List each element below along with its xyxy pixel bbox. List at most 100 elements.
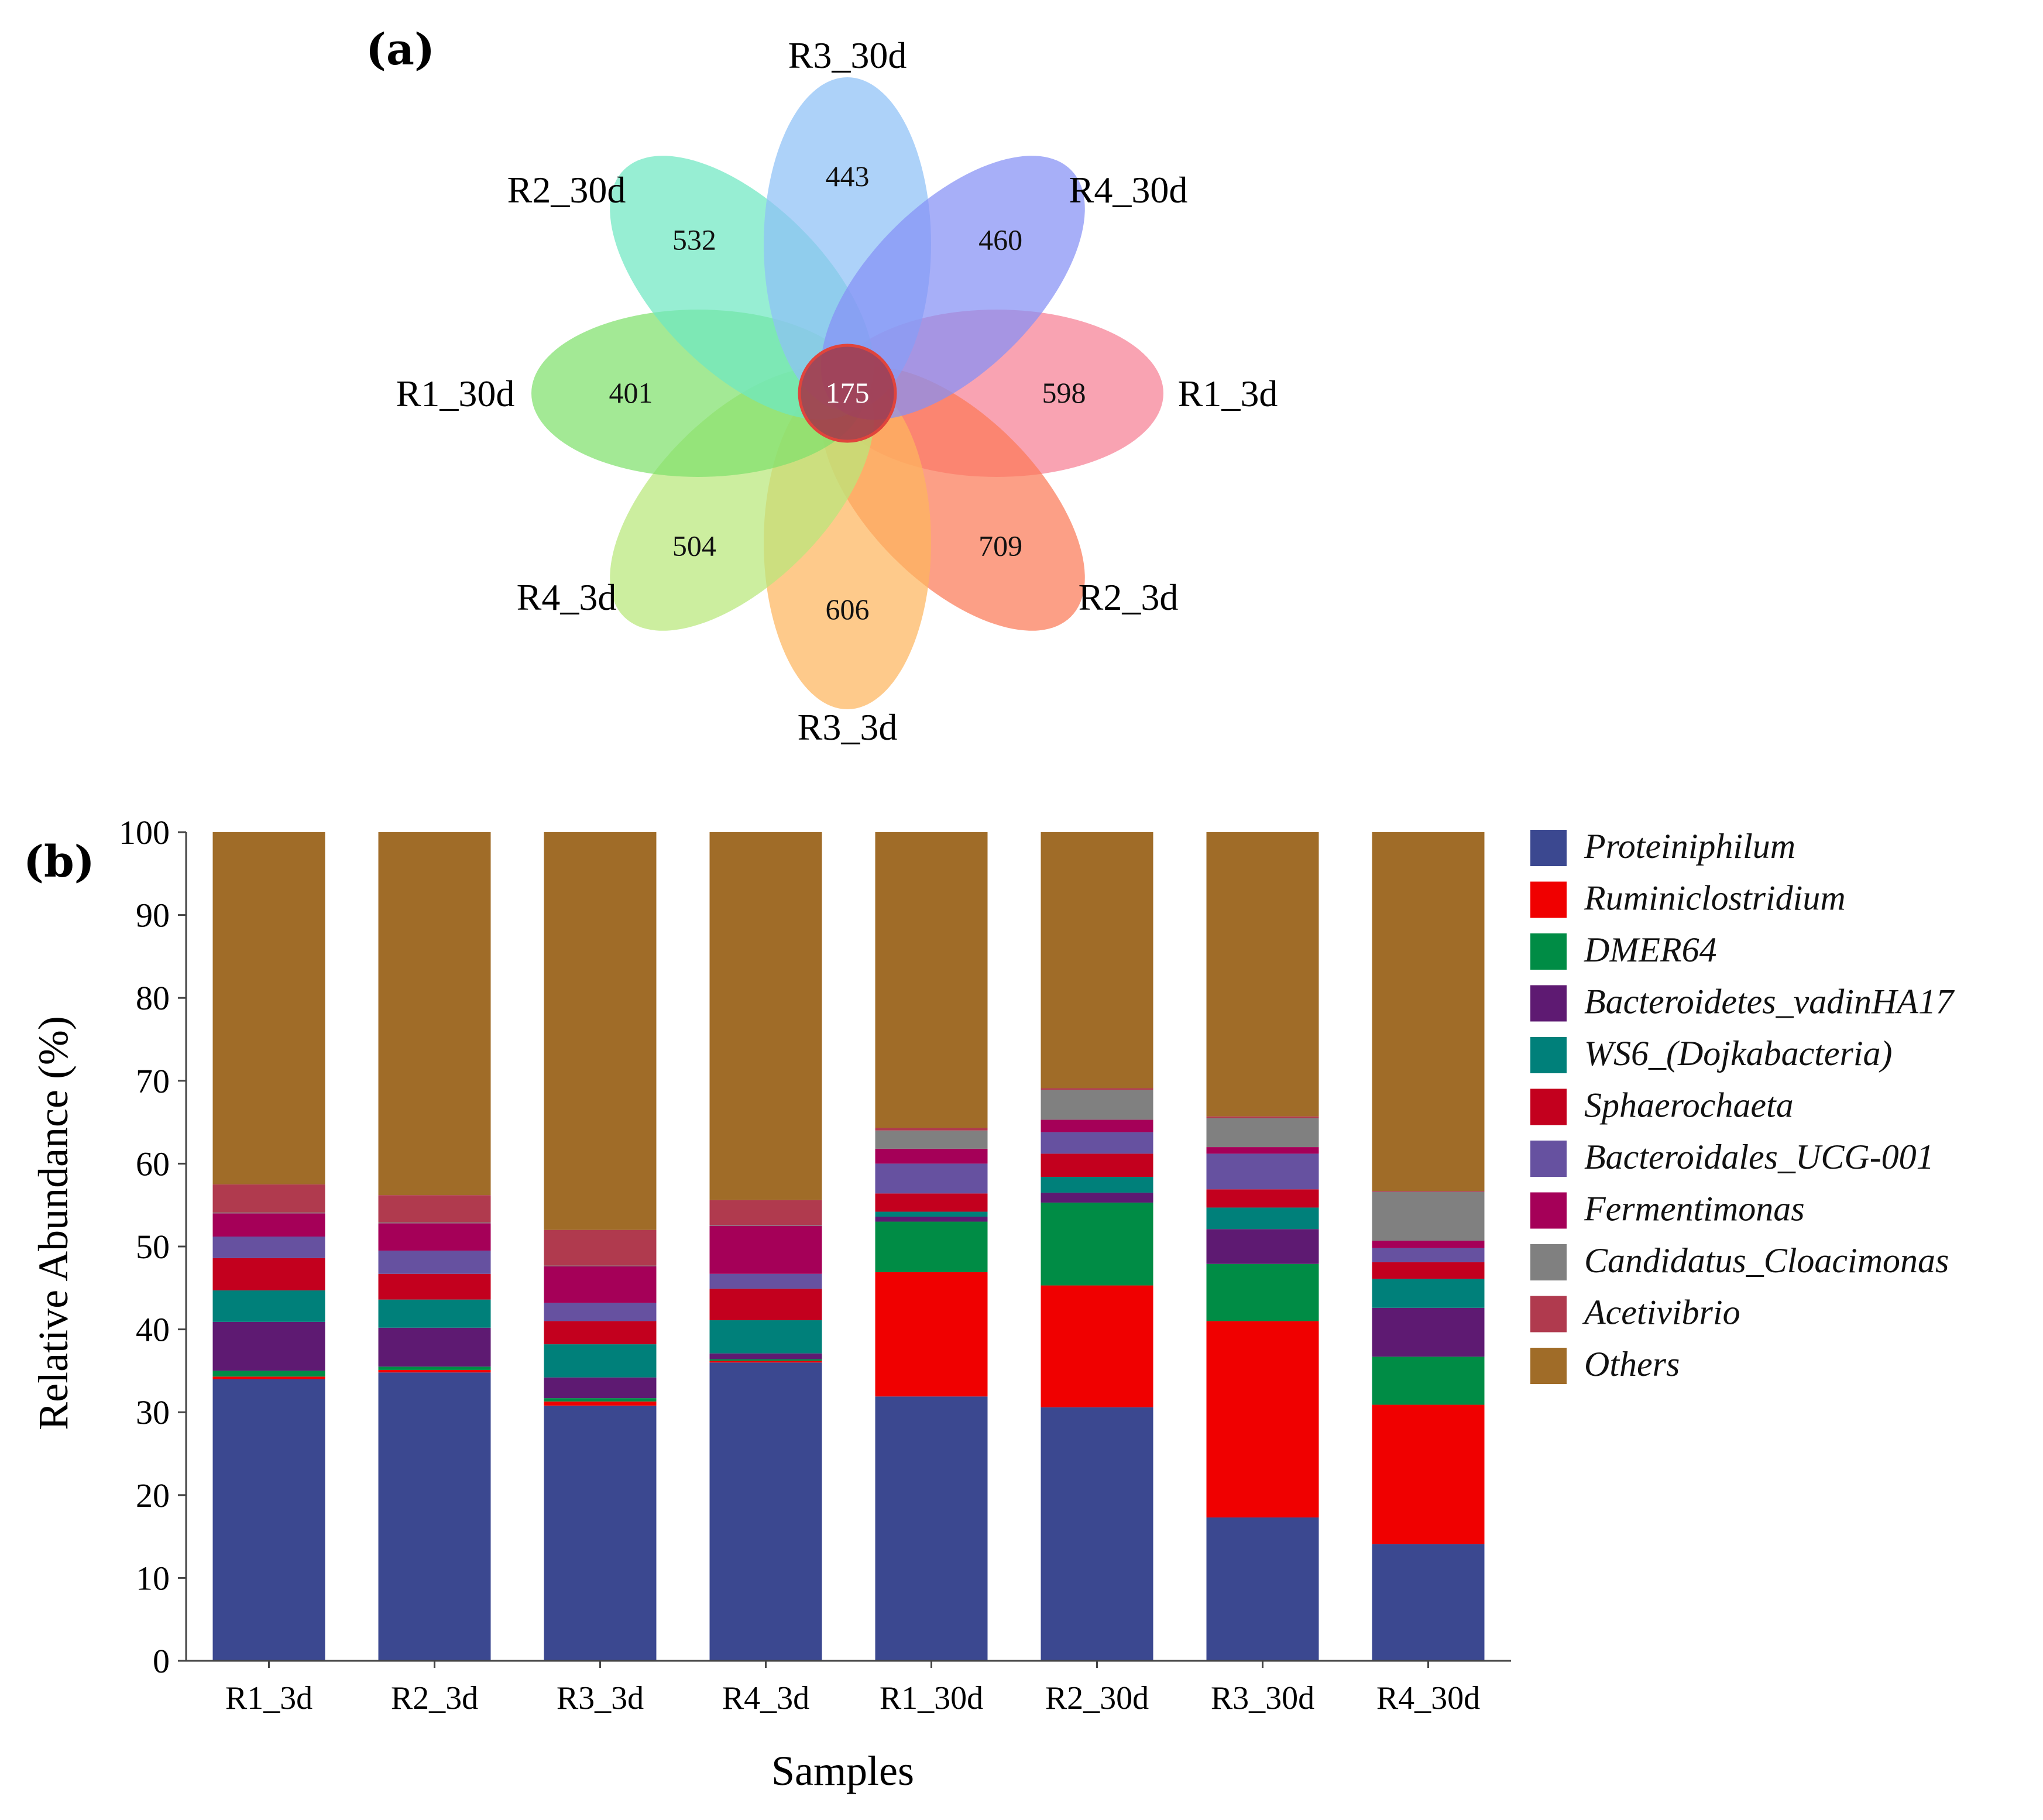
bar-segment-r2-30d-acetivibrio (1041, 1088, 1153, 1090)
bar-segment-r1-3d-others (212, 832, 325, 1184)
legend-swatch (1530, 1348, 1567, 1384)
panel-a-label: (a) (366, 25, 435, 75)
bar-segment-r1-3d-sphaerochaeta (212, 1258, 325, 1291)
venn-label-r1-3d: R1_3d (1178, 373, 1278, 414)
bar-segment-r1-3d-bacteroidales-ucg-001 (212, 1237, 325, 1258)
bar-segment-r2-30d-candidatus-cloacimonas (1041, 1090, 1153, 1120)
bar-segment-r4-3d-dmer64 (709, 1359, 822, 1361)
y-tick-label: 40 (136, 1311, 170, 1349)
bar-segment-r2-3d-bacteroidetes-vadinha17 (378, 1327, 491, 1367)
bar-segment-r4-30d-bacteroidetes-vadinha17 (1372, 1307, 1485, 1357)
y-tick-label: 20 (136, 1476, 170, 1515)
bar-segment-r1-3d-ruminiclostridium (212, 1376, 325, 1379)
bar-segment-r4-3d-acetivibrio (709, 1200, 822, 1225)
venn-label-r3-3d: R3_3d (798, 706, 898, 748)
bar-segment-r4-30d-candidatus-cloacimonas (1372, 1191, 1485, 1241)
legend-swatch (1530, 1088, 1567, 1125)
legend-label: DMER64 (1584, 930, 1717, 969)
y-tick-label: 80 (136, 979, 170, 1017)
legend-swatch (1530, 1141, 1567, 1177)
bar-segment-r1-30d-ruminiclostridium (875, 1272, 988, 1397)
bar-segment-r4-30d-others (1372, 832, 1485, 1191)
venn-label-r1-30d: R1_30d (396, 373, 515, 414)
x-tick-label: R4_30d (1376, 1680, 1480, 1716)
venn-label-r3-30d: R3_30d (788, 35, 907, 76)
legend-swatch (1530, 985, 1567, 1022)
bar-segment-r2-3d-ruminiclostridium (378, 1369, 491, 1373)
bar-segment-r1-30d-acetivibrio (875, 1128, 988, 1131)
bar-segment-r3-3d-bacteroidales-ucg-001 (544, 1303, 657, 1321)
legend-label: Bacteroidetes_vadinHA17 (1584, 983, 1955, 1021)
legend-label: Acetivibrio (1582, 1293, 1740, 1332)
bar-segment-r4-30d-proteiniphilum (1372, 1544, 1485, 1661)
bar-segment-r3-30d-candidatus-cloacimonas (1206, 1118, 1319, 1148)
bar-segment-r2-30d-dmer64 (1041, 1202, 1153, 1286)
venn-petals (531, 77, 1163, 709)
x-axis-title: Samples (771, 1747, 914, 1794)
bar-segment-r3-3d-bacteroidetes-vadinha17 (544, 1377, 657, 1399)
bar-segment-r3-30d-bacteroidales-ucg-001 (1206, 1153, 1319, 1190)
legend-swatch (1530, 881, 1567, 918)
bar-segment-r2-3d-others (378, 832, 491, 1196)
legend-swatch (1530, 830, 1567, 866)
bar-segment-r1-30d-ws6-dojkabacteria- (875, 1211, 988, 1217)
bar-segment-r1-3d-bacteroidetes-vadinha17 (212, 1321, 325, 1371)
y-tick-label: 10 (136, 1559, 170, 1597)
bar-segment-r2-30d-others (1041, 832, 1153, 1088)
venn-petal-r4-30d (820, 156, 1085, 420)
bar-segment-r3-30d-proteiniphilum (1206, 1517, 1319, 1661)
bar-segment-r2-3d-sphaerochaeta (378, 1273, 491, 1300)
legend-label: Fermentimonas (1584, 1190, 1805, 1228)
bar-segment-r4-3d-sphaerochaeta (709, 1289, 822, 1321)
panel-b-label: (b) (23, 837, 95, 887)
legend-label: Sphaerochaeta (1584, 1086, 1794, 1125)
bar-segment-r1-30d-dmer64 (875, 1221, 988, 1272)
bar-segment-r1-30d-others (875, 832, 988, 1128)
venn-count-r3-30d: 443 (826, 160, 870, 193)
bar-segment-r3-30d-acetivibrio (1206, 1116, 1319, 1118)
bar-segment-r1-3d-acetivibrio (212, 1184, 325, 1213)
venn-count-r1-3d: 598 (1042, 376, 1086, 409)
bar-segment-r2-3d-ws6-dojkabacteria- (378, 1299, 491, 1328)
bar-segment-r1-30d-candidatus-cloacimonas (875, 1130, 988, 1149)
bar-segment-r2-30d-ruminiclostridium (1041, 1285, 1153, 1407)
bars (212, 832, 1485, 1661)
venn-core-count: 175 (826, 376, 870, 409)
bar-segment-r4-30d-fermentimonas (1372, 1241, 1485, 1248)
bar-segment-r4-3d-fermentimonas (709, 1225, 822, 1274)
bar-segment-r3-30d-ws6-dojkabacteria- (1206, 1207, 1319, 1230)
bar-segment-r3-30d-bacteroidetes-vadinha17 (1206, 1229, 1319, 1264)
bar-segment-r2-3d-dmer64 (378, 1366, 491, 1370)
venn-count-r3-3d: 606 (826, 593, 870, 626)
x-tick-label: R1_30d (880, 1680, 983, 1716)
bar-segment-r4-30d-ruminiclostridium (1372, 1405, 1485, 1544)
venn-label-r2-3d: R2_3d (1079, 576, 1179, 618)
bar-segment-r2-3d-bacteroidales-ucg-001 (378, 1251, 491, 1274)
bar-segment-r3-30d-sphaerochaeta (1206, 1189, 1319, 1208)
venn-core (798, 344, 897, 443)
x-tick-label: R3_30d (1211, 1680, 1314, 1716)
venn-label-r4-30d: R4_30d (1069, 169, 1188, 211)
y-axis-title: Relative Abundance (%) (30, 1016, 77, 1430)
x-tick-label: R2_3d (391, 1680, 478, 1716)
bar-segment-r4-3d-ws6-dojkabacteria- (709, 1320, 822, 1354)
venn-count-r2-30d: 532 (672, 223, 716, 256)
bar-segment-r3-3d-fermentimonas (544, 1266, 657, 1303)
bar-segment-r1-3d-dmer64 (212, 1371, 325, 1377)
legend-label: Candidatus_Cloacimonas (1584, 1241, 1949, 1280)
bar-segment-r1-30d-bacteroidales-ucg-001 (875, 1163, 988, 1194)
y-tick-label: 100 (119, 813, 170, 851)
bar-segment-r3-3d-ws6-dojkabacteria- (544, 1344, 657, 1378)
bar-segment-r4-3d-ruminiclostridium (709, 1361, 822, 1363)
bar-segment-r2-30d-fermentimonas (1041, 1120, 1153, 1132)
y-tick-label: 0 (153, 1642, 170, 1680)
venn-count-r2-3d: 709 (978, 530, 1022, 562)
bar-segment-r4-30d-bacteroidales-ucg-001 (1372, 1248, 1485, 1262)
legend-swatch (1530, 1244, 1567, 1280)
bar-segment-r4-3d-others (709, 832, 822, 1200)
